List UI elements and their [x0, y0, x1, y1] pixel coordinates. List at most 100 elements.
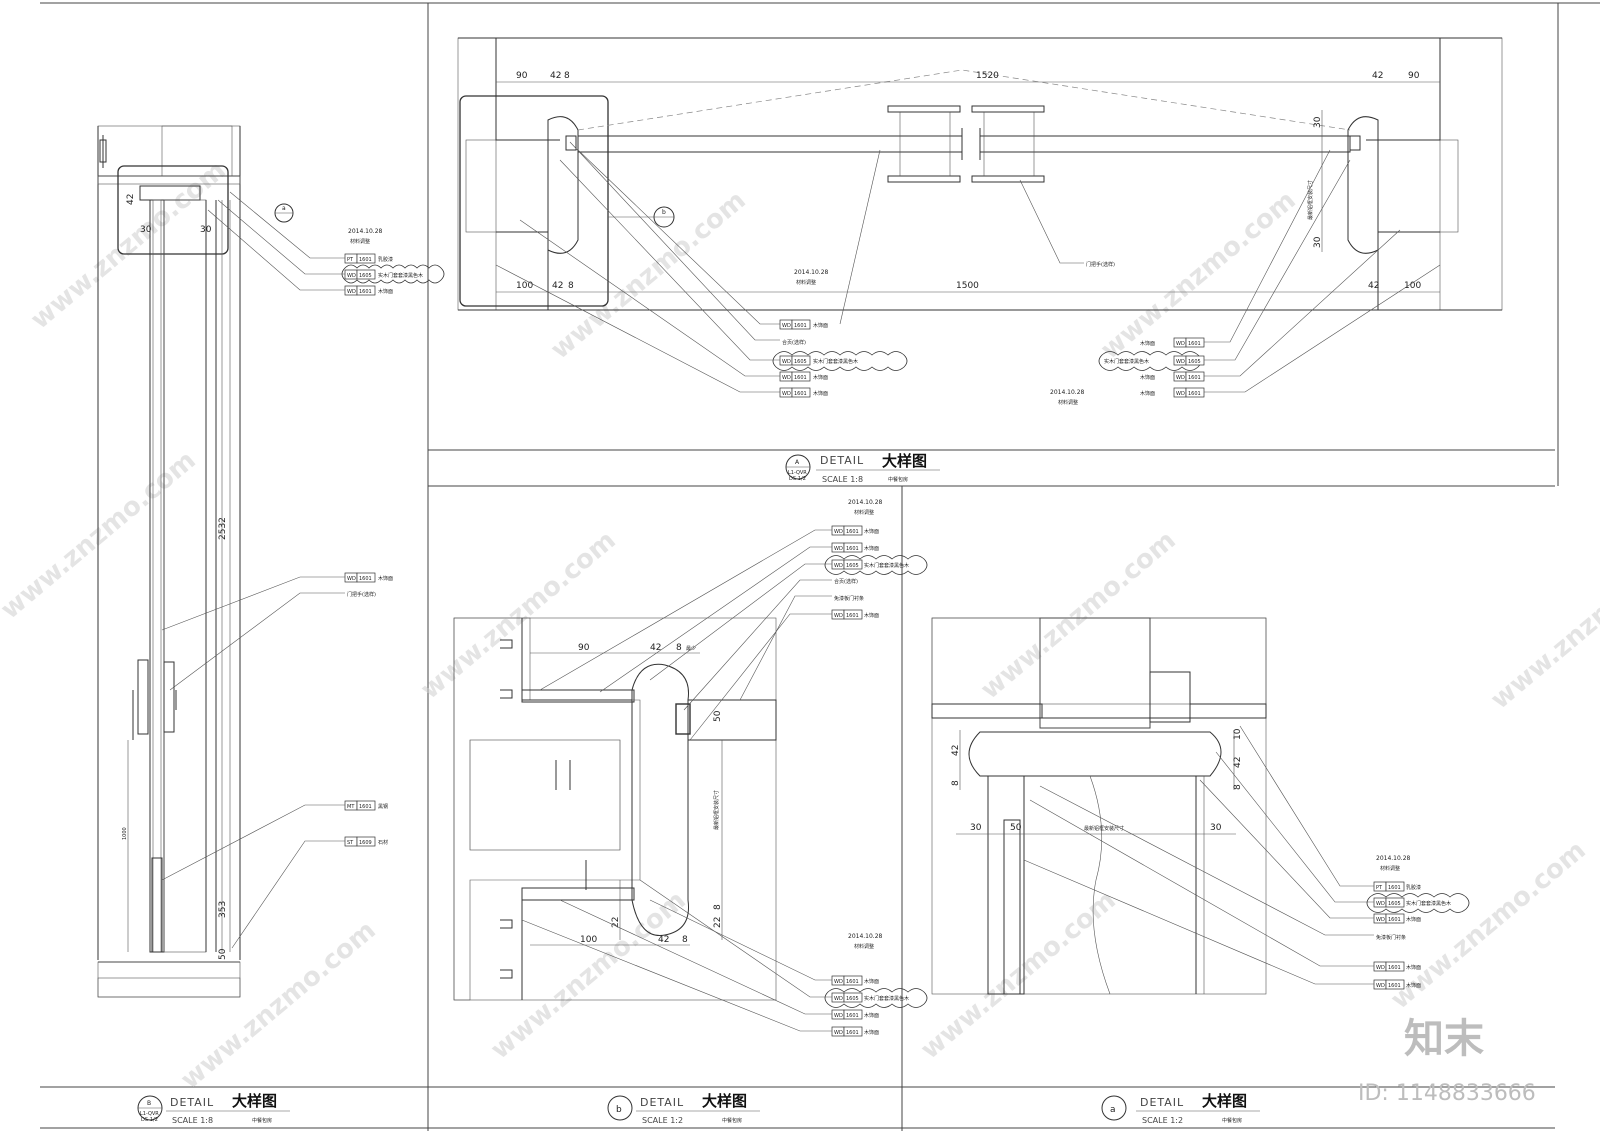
svg-text:DETAIL: DETAIL — [170, 1096, 214, 1109]
dim-b-42b: 42 — [658, 935, 669, 945]
title-block-a: a DETAIL 大样图 SCALE 1:2 中餐包房 — [1101, 1092, 1260, 1125]
svg-text:大样图: 大样图 — [1202, 1092, 1247, 1110]
sheet-frame — [40, 2, 1600, 1131]
svg-text:1601: 1601 — [846, 546, 859, 552]
svg-text:1601: 1601 — [794, 391, 807, 397]
svg-text:DETAIL: DETAIL — [640, 1096, 684, 1109]
svg-text:1601: 1601 — [359, 576, 372, 582]
title-block-b: b DETAIL 大样图 SCALE 1:2 中餐包房 — [607, 1092, 760, 1125]
tag-B-bot-1: MT 1601 黑钢 — [344, 800, 388, 811]
svg-text:木饰面: 木饰面 — [864, 545, 879, 552]
dim-a-30b: 30 — [1210, 823, 1222, 833]
revision-note: 材料调整 — [1058, 399, 1078, 406]
revision-date: 2014.10.28 — [1050, 389, 1085, 396]
dim-A-90L: 90 — [516, 71, 528, 81]
callout-a-label: a — [282, 205, 286, 212]
svg-text:L1-QVR: L1-QVR — [788, 470, 807, 476]
dim-A-30T: 30 — [1313, 116, 1323, 128]
svg-text:大样图: 大样图 — [702, 1092, 747, 1110]
svg-text:木饰面: 木饰面 — [864, 528, 879, 535]
svg-text:木饰面: 木饰面 — [1406, 916, 1421, 923]
svg-text:1601: 1601 — [794, 323, 807, 329]
svg-text:WD: WD — [834, 1030, 843, 1036]
dim-A-42R: 42 — [1372, 71, 1383, 81]
dim-a-10: 10 — [1233, 728, 1243, 740]
svg-text:WD: WD — [782, 375, 791, 381]
svg-text:DETAIL: DETAIL — [1140, 1096, 1184, 1109]
callout-b-label: b — [662, 209, 666, 216]
svg-text:1601: 1601 — [1188, 341, 1201, 347]
dim-A-100L: 100 — [516, 281, 533, 291]
dim-42: 42 — [126, 194, 136, 205]
svg-text:WD: WD — [834, 979, 843, 985]
revision-note: 材料调整 — [1380, 865, 1400, 872]
tag-B-mid-1: WD 1601 木饰面 — [344, 572, 393, 583]
svg-text:1601: 1601 — [846, 1013, 859, 1019]
svg-text:WD: WD — [782, 391, 791, 397]
revision-date: 2014.10.28 — [794, 269, 829, 276]
dim-a-8b: 8 — [1233, 784, 1243, 790]
dim-a-42a: 42 — [951, 745, 961, 756]
svg-text:木饰面: 木饰面 — [813, 322, 828, 329]
svg-text:实木门套套漆黑色木: 实木门套套漆黑色木 — [378, 272, 423, 279]
svg-text:WD: WD — [834, 613, 843, 619]
svg-text:乳胶漆: 乳胶漆 — [1406, 884, 1421, 891]
dim-2532: 2532 — [218, 517, 228, 540]
dim-A-1500: 1500 — [956, 281, 979, 291]
svg-text:MT: MT — [347, 804, 355, 810]
svg-text:1605: 1605 — [1188, 359, 1201, 365]
dim-A-30B: 30 — [1313, 236, 1323, 248]
svg-text:WD: WD — [1376, 965, 1385, 971]
detail-B-section: 2532 353 50 1000 30 30 42 a — [97, 125, 294, 998]
svg-text:木饰面: 木饰面 — [813, 374, 828, 381]
svg-text:实木门套套漆黑色木: 实木门套套漆黑色木 — [813, 358, 858, 365]
svg-text:WD: WD — [782, 359, 791, 365]
svg-text:1601: 1601 — [846, 529, 859, 535]
revision-date: 2014.10.28 — [848, 499, 883, 506]
svg-text:实木门套套漆黑色木: 实木门套套漆黑色木 — [1104, 358, 1149, 365]
tag-B-top-2: WD 1605 实木门套套漆黑色木 — [344, 269, 423, 280]
revision-note: 材料调整 — [854, 509, 874, 516]
svg-text:WD: WD — [1176, 375, 1185, 381]
svg-text:1605: 1605 — [794, 359, 807, 365]
dim-b-vlabel: 最新铝框安装尺寸 — [713, 790, 720, 830]
svg-text:1609: 1609 — [359, 840, 372, 846]
svg-text:实木门套套漆黑色木: 实木门套套漆黑色木 — [1406, 900, 1451, 907]
svg-text:木饰面: 木饰面 — [1140, 390, 1155, 397]
dim-b-8b: 8 — [682, 935, 688, 945]
tag-A-handle: 门把手(选样) — [1086, 261, 1115, 268]
svg-text:L1-QVR: L1-QVR — [140, 1111, 159, 1117]
watermark-text: www.znzmo.com — [25, 155, 231, 335]
svg-text:木饰面: 木饰面 — [1140, 374, 1155, 381]
svg-text:WD: WD — [347, 289, 356, 295]
dim-b-42: 42 — [650, 643, 661, 653]
svg-text:1601: 1601 — [794, 375, 807, 381]
title-block-A: A L1-QVR DS-1/2 DETAIL 大样图 SCALE 1:8 中餐包… — [785, 452, 940, 484]
dim-A-42L: 42 — [550, 71, 561, 81]
svg-text:1601: 1601 — [846, 1030, 859, 1036]
dim-b-8v: 8 — [713, 904, 723, 910]
image-id-text: ID: 1148833666 — [1358, 1081, 1536, 1106]
svg-text:实木门套套漆黑色木: 实木门套套漆黑色木 — [864, 995, 909, 1002]
svg-text:a: a — [1110, 1105, 1116, 1115]
svg-text:乳胶漆: 乳胶漆 — [378, 256, 393, 263]
dim-A-vlabel: 最新铝框安装尺寸 — [1307, 180, 1314, 220]
tag-b-top-4: 合页(选样) — [834, 578, 858, 585]
watermark-text: www.znzmo.com — [545, 185, 751, 365]
svg-text:木饰面: 木饰面 — [864, 612, 879, 619]
svg-text:WD: WD — [1176, 391, 1185, 397]
dim-A-90R: 90 — [1408, 71, 1420, 81]
dim-b-90: 90 — [578, 643, 590, 653]
revision-date: 2014.10.28 — [848, 933, 883, 940]
brand-watermark: 知末 ID: 1148833666 — [1358, 1016, 1536, 1106]
svg-text:木饰面: 木饰面 — [813, 390, 828, 397]
